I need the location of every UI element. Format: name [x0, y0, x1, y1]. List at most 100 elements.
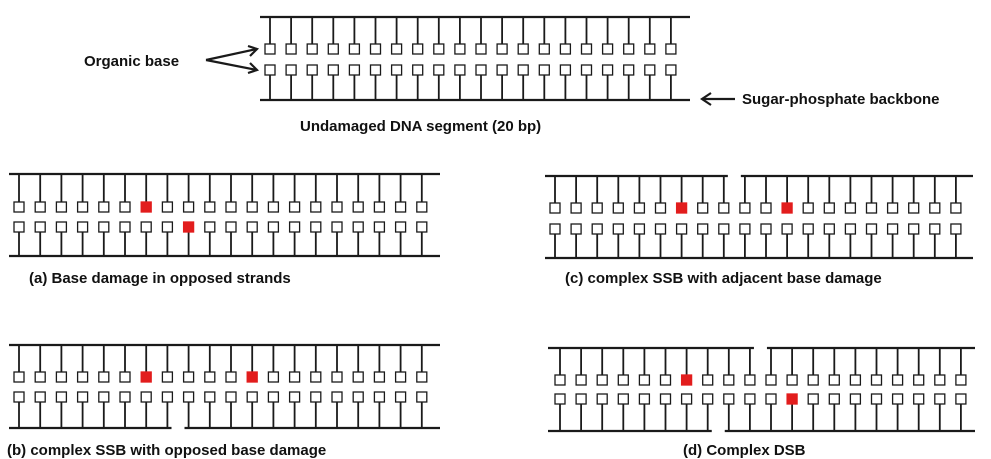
bottom-base [760, 223, 772, 235]
damaged-top-base [246, 371, 258, 383]
top-base [559, 43, 572, 55]
top-base [416, 201, 428, 213]
top-base [913, 374, 925, 386]
top-base [454, 43, 466, 55]
top-base [352, 201, 364, 213]
backbone-label: Sugar-phosphate backbone [742, 91, 940, 108]
bottom-base [697, 223, 709, 235]
bottom-base [675, 223, 688, 235]
bottom-base [929, 223, 941, 235]
top-base [844, 202, 857, 214]
panel-d-segment [548, 346, 975, 433]
bottom-base [433, 64, 445, 76]
bottom-base [225, 391, 237, 403]
bottom-base [601, 64, 614, 76]
top-base [665, 43, 677, 55]
bottom-base [591, 223, 603, 235]
bottom-base [454, 64, 466, 76]
bottom-base [538, 64, 550, 76]
bottom-base [119, 391, 131, 403]
top-base [575, 374, 587, 386]
damaged-top-base [675, 202, 688, 214]
top-base [929, 202, 941, 214]
top-base [412, 43, 424, 55]
panel-c-caption: (c) complex SSB with adjacent base damag… [565, 270, 882, 287]
top-base [394, 371, 407, 383]
top-base [352, 371, 364, 383]
bottom-base [13, 221, 25, 233]
top-base [517, 43, 529, 55]
panel-b-caption: (b) complex SSB with opposed base damage [7, 442, 326, 459]
organic-base-label: Organic base [84, 53, 179, 70]
bottom-base [55, 221, 68, 233]
bottom-base [394, 391, 407, 403]
bottom-base [765, 393, 777, 405]
top-base [612, 202, 624, 214]
top-base [182, 201, 195, 213]
panel-a-segment [9, 172, 440, 258]
bottom-base [844, 223, 857, 235]
top-base [617, 374, 629, 386]
bottom-base [908, 223, 920, 235]
top-base [760, 202, 772, 214]
bottom-base [161, 221, 174, 233]
top-base [433, 43, 445, 55]
bottom-base [288, 391, 301, 403]
bottom-base [55, 391, 68, 403]
top-base [331, 371, 343, 383]
top-base [76, 371, 89, 383]
panel-b-segment [9, 343, 440, 430]
top-base [802, 202, 814, 214]
bottom-base [140, 221, 152, 233]
damaged-top-base [140, 201, 152, 213]
top-base [886, 202, 899, 214]
top-base [34, 371, 46, 383]
top-base [161, 201, 174, 213]
bottom-base [575, 393, 587, 405]
undamaged-caption: Undamaged DNA segment (20 bp) [300, 118, 541, 135]
bottom-base [331, 391, 343, 403]
top-base [659, 374, 672, 386]
top-base [786, 374, 798, 386]
bottom-base [13, 391, 25, 403]
bottom-base [246, 391, 258, 403]
bottom-base [76, 391, 89, 403]
bottom-base [119, 221, 131, 233]
bottom-base [517, 64, 529, 76]
top-base [369, 43, 382, 55]
damaged-bottom-base [786, 393, 798, 405]
bottom-base [475, 64, 487, 76]
bottom-base [623, 64, 635, 76]
top-base [310, 201, 322, 213]
bottom-base [182, 391, 195, 403]
top-base [849, 374, 862, 386]
top-base [119, 371, 131, 383]
top-base [98, 371, 110, 383]
bottom-base [828, 393, 840, 405]
damaged-top-base [140, 371, 152, 383]
top-base [390, 43, 403, 55]
bottom-base [955, 393, 967, 405]
top-base [496, 43, 508, 55]
bottom-base [807, 393, 819, 405]
panel-c-segment [545, 174, 973, 260]
bottom-base [98, 391, 110, 403]
bottom-base [580, 64, 593, 76]
bottom-base [950, 223, 962, 235]
top-base [765, 374, 777, 386]
top-base [955, 374, 967, 386]
top-base [554, 374, 566, 386]
bottom-base [654, 223, 667, 235]
top-base [570, 202, 582, 214]
organic-base-arrows [205, 44, 260, 75]
bottom-base [617, 393, 629, 405]
top-base [327, 43, 339, 55]
panel-a-caption: (a) Base damage in opposed strands [29, 270, 291, 287]
bottom-base [267, 221, 280, 233]
bottom-base [352, 221, 364, 233]
bottom-base [310, 391, 322, 403]
bottom-base [739, 223, 751, 235]
top-base [119, 201, 131, 213]
top-base [934, 374, 946, 386]
